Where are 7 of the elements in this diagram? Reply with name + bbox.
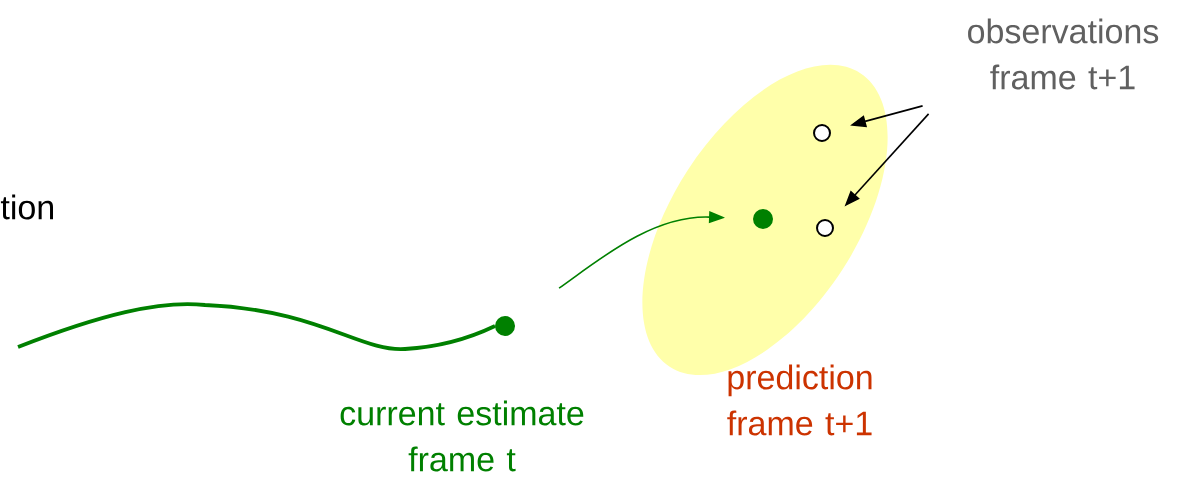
point-marker [495,316,515,336]
point-marker [816,219,834,237]
text-label: observations frame t+1 [968,18,1159,90]
cut-off-text: tion [0,194,53,220]
caption-text: prediction frame t+1 [727,364,872,436]
trajectory-line [17,302,496,351]
caption-text: current estimate frame t [340,400,584,472]
